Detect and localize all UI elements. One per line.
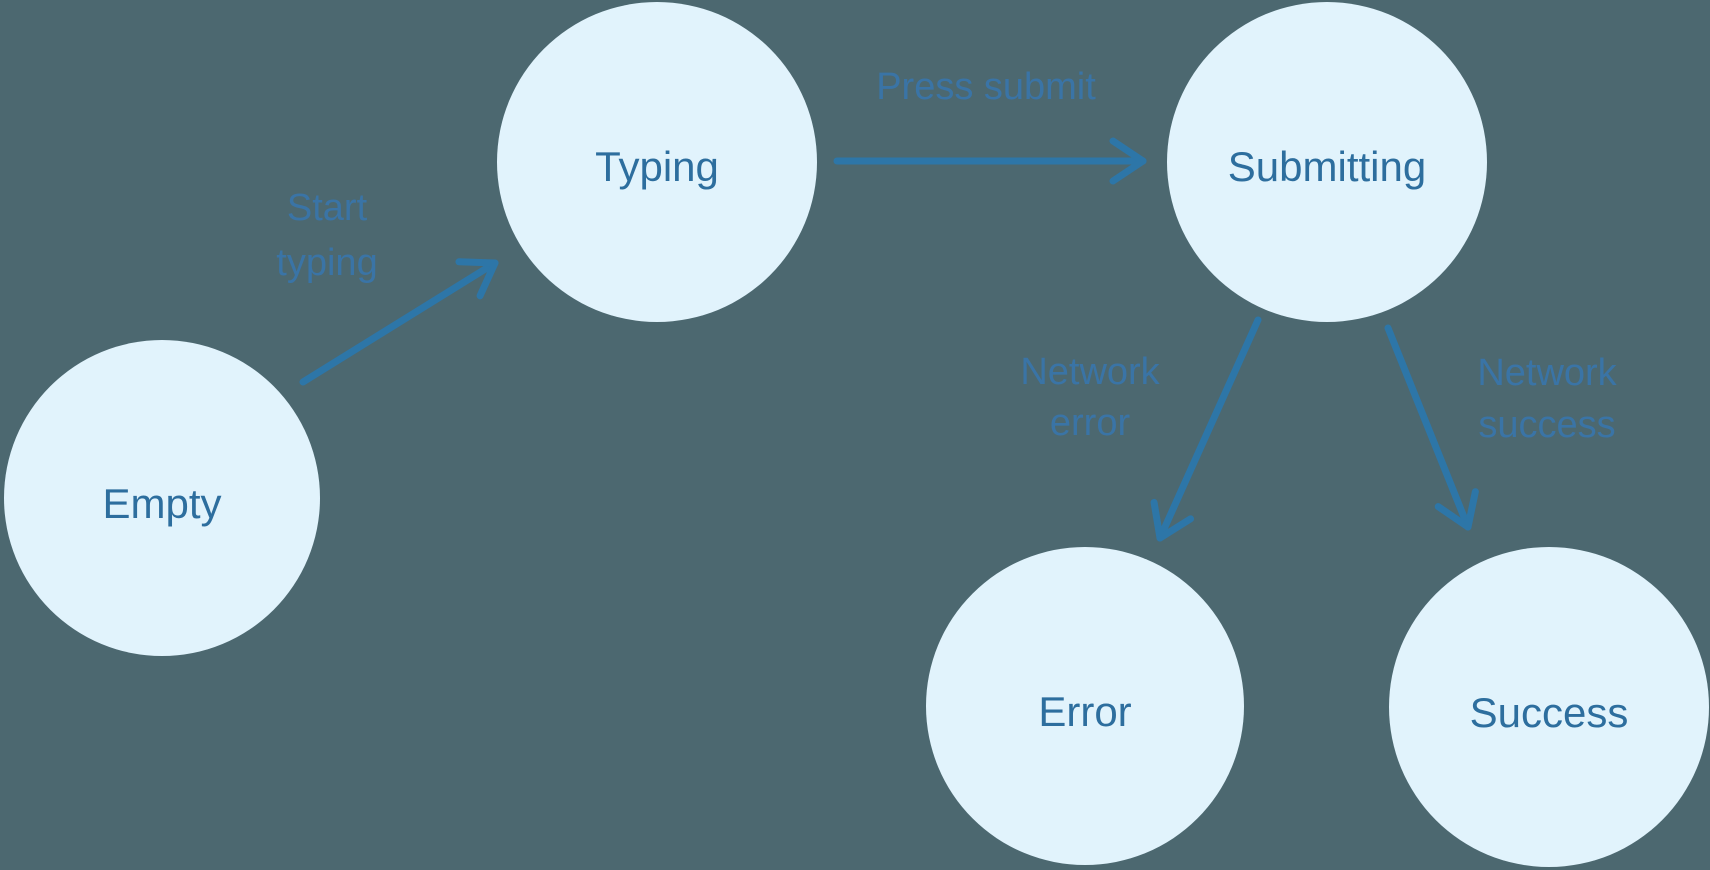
node-typing-label: Typing: [595, 143, 719, 190]
edge-network-error-arrow: [1150, 316, 1262, 542]
node-error: Error: [926, 547, 1244, 865]
node-typing-circle: [497, 2, 817, 322]
node-submitting: Submitting: [1167, 2, 1487, 322]
edge-press-submit: Press submit: [833, 66, 1147, 185]
edge-start-typing-label-line2: typing: [276, 242, 377, 284]
node-empty-label: Empty: [102, 480, 221, 527]
edge-press-submit-label: Press submit: [876, 66, 1096, 108]
node-success-label: Success: [1470, 689, 1629, 736]
edge-network-success-label-line1: Network: [1477, 352, 1617, 394]
node-empty: Empty: [4, 340, 320, 656]
edge-network-error-label-line2: error: [1050, 402, 1131, 444]
edge-network-success-arrow: [1384, 324, 1479, 531]
node-error-circle: [926, 547, 1244, 865]
edge-start-typing-arrow: [299, 258, 499, 386]
node-empty-circle: [4, 340, 320, 656]
node-success-circle: [1389, 547, 1709, 867]
edge-network-success: Network success: [1384, 324, 1618, 531]
edge-start-typing-label-line1: Start: [287, 187, 368, 229]
node-success: Success: [1389, 547, 1709, 867]
edge-network-error-label-line1: Network: [1020, 351, 1160, 393]
node-typing: Typing: [497, 2, 817, 322]
edge-start-typing: Start typing: [276, 187, 499, 386]
edge-network-success-label-line2: success: [1478, 404, 1615, 446]
node-submitting-label: Submitting: [1228, 143, 1426, 190]
edge-network-error: Network error: [1020, 316, 1262, 542]
node-submitting-circle: [1167, 2, 1487, 322]
node-error-label: Error: [1038, 688, 1131, 735]
